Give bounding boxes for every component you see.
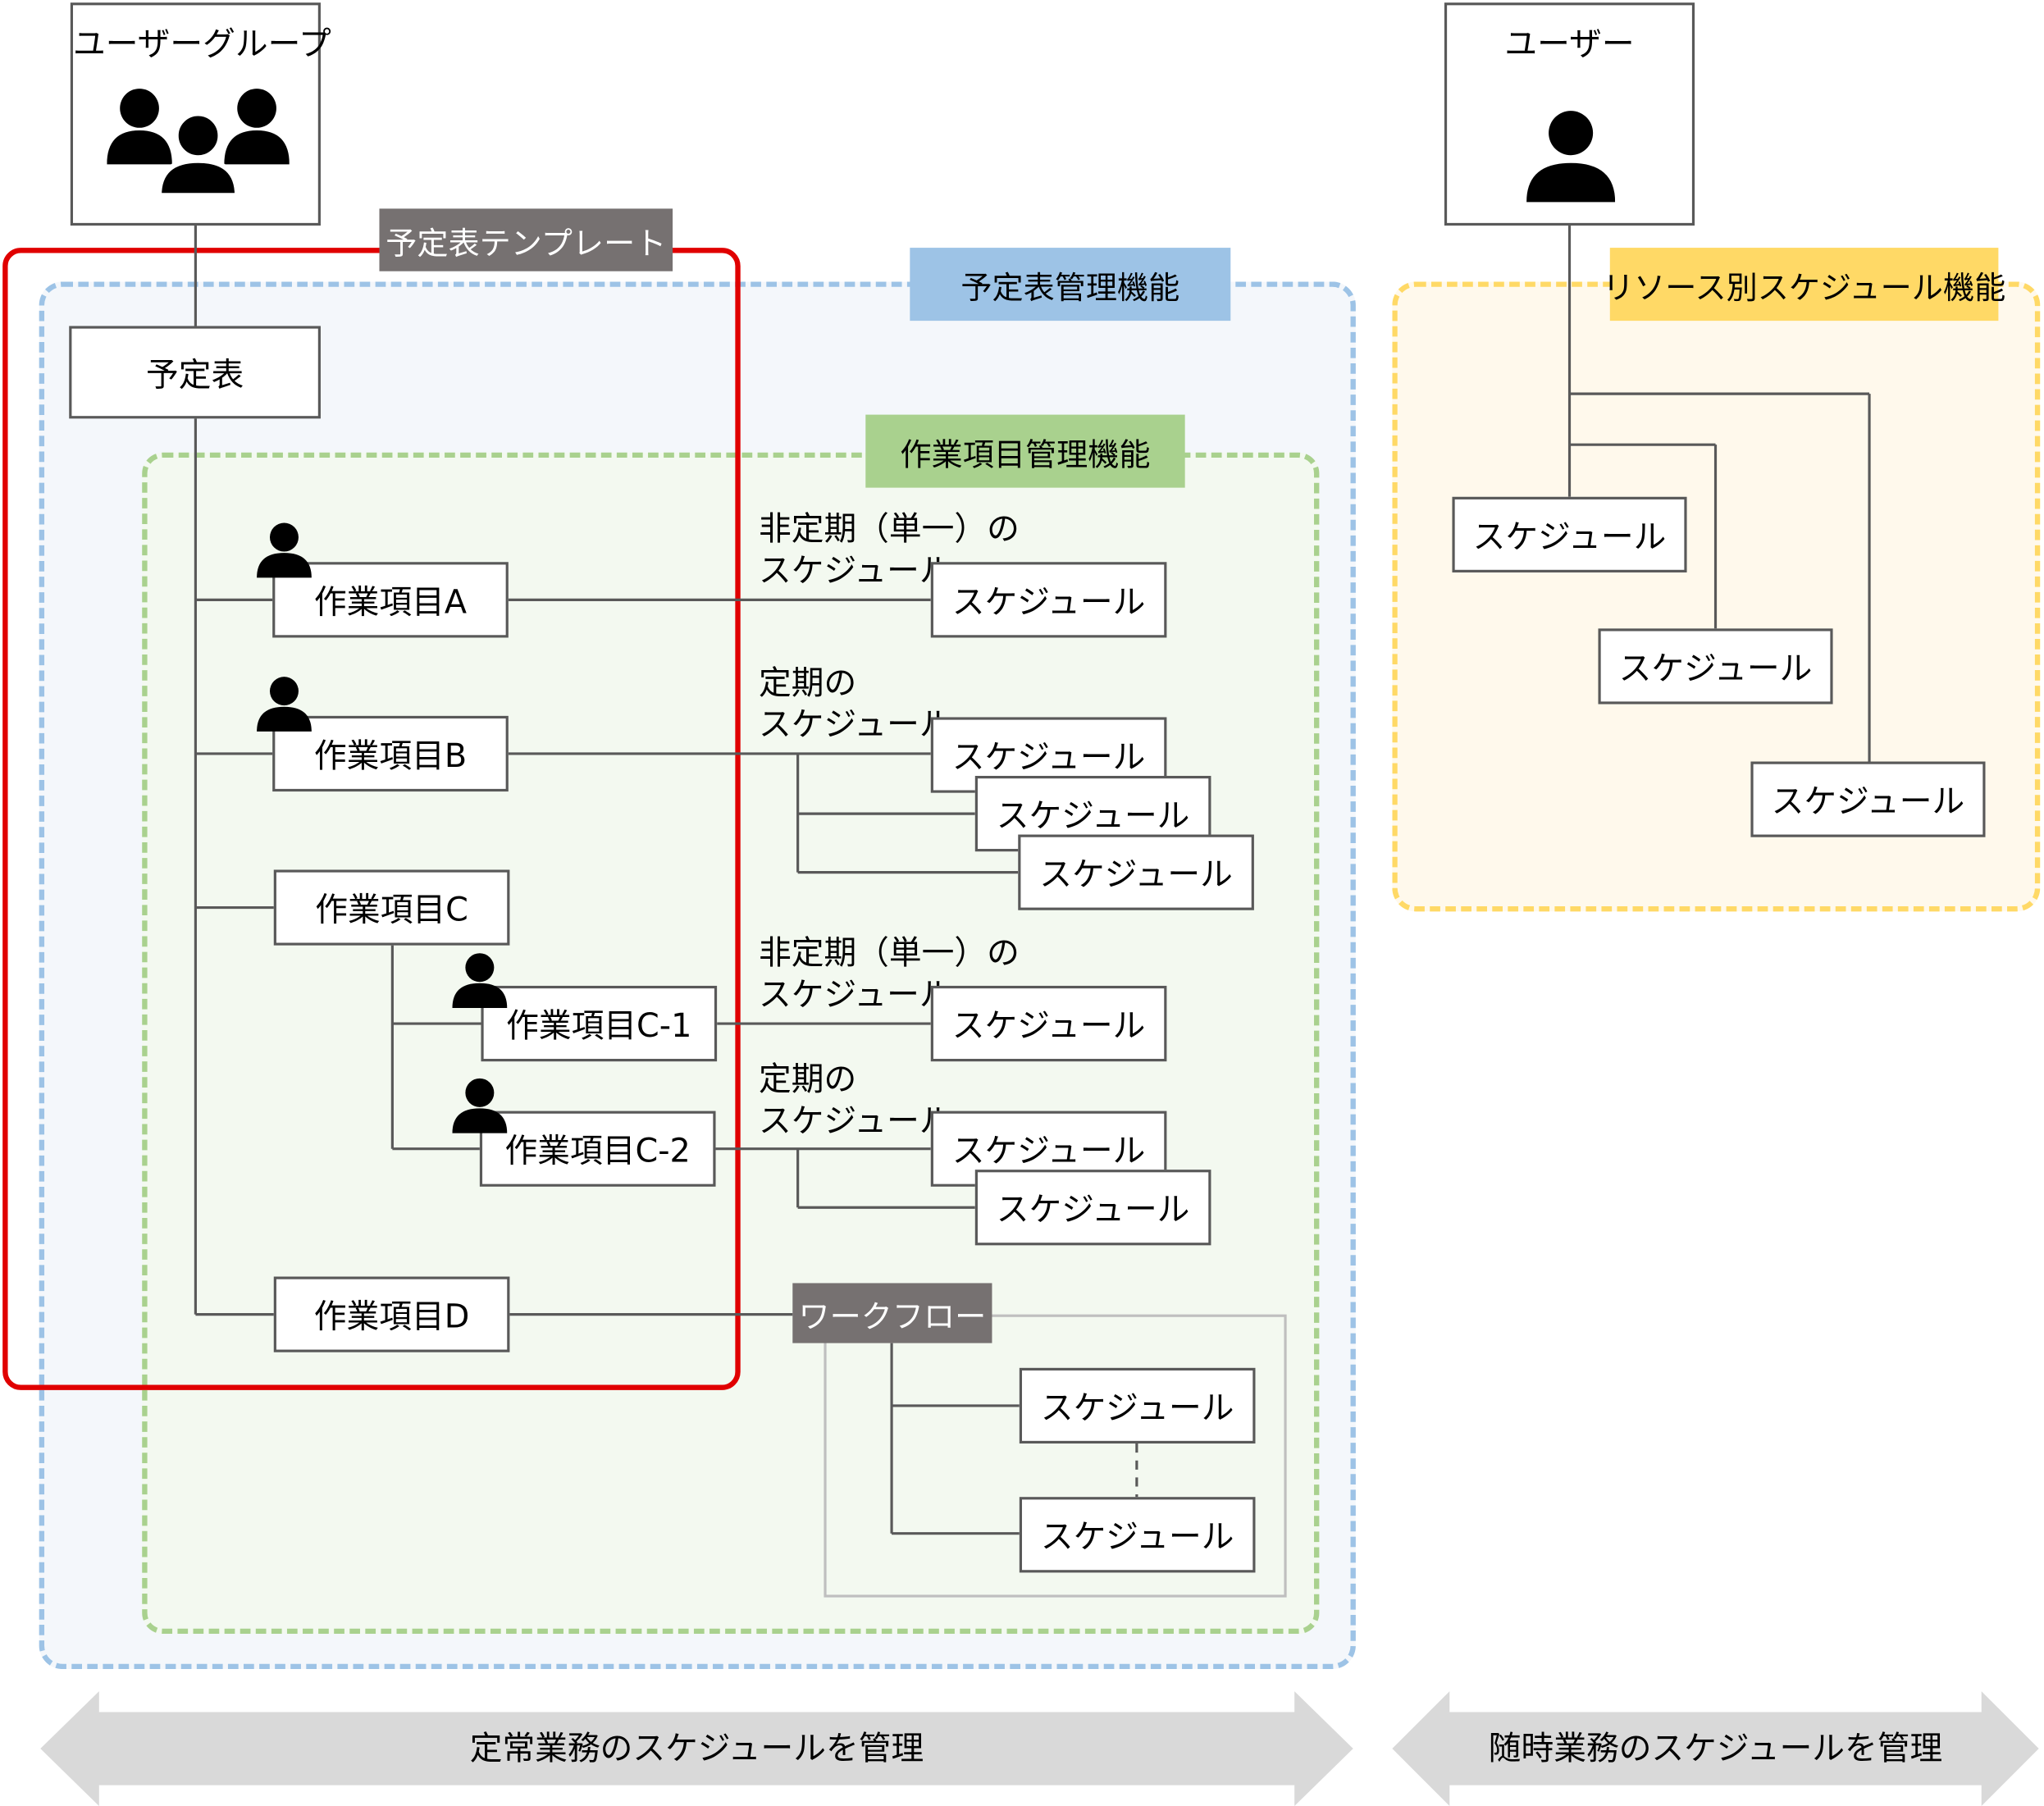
resource-schedule-tag: リソース別スケジュール機能 (1603, 248, 2005, 322)
schedule-box[interactable]: スケジュール (930, 985, 1167, 1062)
calendar-mgmt-label: 予定表管理機能 (960, 269, 1180, 306)
work-item-mgmt-label: 作業項目管理機能 (900, 436, 1151, 473)
resource-schedule-box[interactable]: スケジュール (1452, 496, 1687, 572)
annotation-schedule-2: スケジュール (758, 705, 952, 744)
annotation-schedule-3: スケジュール (758, 975, 952, 1014)
schedule-label: スケジュール (951, 1132, 1146, 1170)
work-item-b-label: 作業項目B (313, 737, 468, 775)
schedule-label: スケジュール (951, 737, 1146, 776)
annotation-irregular-1: 非定期（単一）の (758, 509, 1020, 548)
user-group-title: ユーザーグループ (73, 25, 331, 63)
schedule-label: スケジュール (1618, 649, 1813, 687)
workflow-schedule-box[interactable]: スケジュール (1019, 1367, 1256, 1444)
schedule-box[interactable]: スケジュール (930, 562, 1167, 638)
annotation-irregular-2: 非定期（単一）の (758, 933, 1020, 972)
work-item-d-label: 作業項目D (313, 1297, 470, 1336)
routine-arrow (40, 1691, 1353, 1806)
template-tag: 予定表テンプレート (379, 208, 673, 271)
schedule-label: スケジュール (996, 796, 1190, 835)
schedule-label: スケジュール (1039, 855, 1233, 894)
work-item-b[interactable]: 作業項目B (272, 715, 509, 792)
work-item-c2[interactable]: 作業項目C-2 (479, 1111, 716, 1187)
template-label: 予定表テンプレート (386, 225, 667, 262)
schedule-label: スケジュール (996, 1190, 1190, 1229)
work-item-c1[interactable]: 作業項目C-1 (481, 985, 718, 1062)
schedule-label: スケジュール (951, 1006, 1146, 1045)
template-region (2, 248, 741, 1390)
user-title: ユーザー (1504, 25, 1635, 63)
user-box[interactable]: ユーザー (1444, 2, 1695, 226)
schedule-box[interactable]: スケジュール (1018, 834, 1254, 910)
calendar-mgmt-tag: 予定表管理機能 (910, 248, 1231, 322)
schedule-label: スケジュール (1040, 1517, 1234, 1556)
calendar-label: 予定表 (145, 355, 244, 394)
schedule-label: スケジュール (951, 582, 1146, 621)
workflow-label: ワークフロー (798, 1297, 987, 1335)
resource-schedule-box[interactable]: スケジュール (1750, 761, 1986, 837)
work-item-c1-label: 作業項目C-1 (506, 1006, 692, 1045)
annotation-schedule-4: スケジュール (758, 1101, 952, 1140)
adhoc-arrow-label: 随時業務のスケジュールを管理 (1488, 1729, 1943, 1767)
work-item-a-label: 作業項目A (313, 582, 468, 621)
schedule-label: スケジュール (1040, 1389, 1234, 1427)
user-group-box[interactable]: ユーザーグループ (70, 2, 331, 226)
adhoc-arrow (1392, 1691, 2039, 1806)
routine-arrow-label: 定常業務のスケジュールを管理 (469, 1729, 924, 1767)
work-item-c[interactable]: 作業項目C (273, 869, 510, 946)
work-item-c-label: 作業項目C (315, 890, 468, 929)
resource-schedule-label: リソース別スケジュール機能 (1602, 269, 2006, 306)
work-item-a[interactable]: 作業項目A (272, 562, 509, 638)
workflow-region (824, 1314, 1287, 1598)
user-icon (1526, 111, 1616, 203)
work-item-mgmt-tag: 作業項目管理機能 (865, 414, 1185, 488)
calendar-box[interactable]: 予定表 (69, 326, 321, 419)
workflow-schedule-box[interactable]: スケジュール (1019, 1497, 1256, 1573)
annotation-regular-1: 定期の (758, 664, 857, 702)
schedule-box[interactable]: スケジュール (974, 1170, 1211, 1246)
annotation-schedule-1: スケジュール (758, 551, 952, 590)
workflow-tag: ワークフロー (792, 1283, 992, 1343)
user-group-icon (107, 89, 290, 198)
work-item-d[interactable]: 作業項目D (273, 1276, 510, 1352)
schedule-label: スケジュール (1771, 782, 1965, 821)
schedule-label: スケジュール (1472, 518, 1667, 556)
work-item-c2-label: 作業項目C-2 (504, 1132, 691, 1170)
annotation-regular-2: 定期の (758, 1060, 857, 1098)
resource-schedule-box[interactable]: スケジュール (1598, 628, 1833, 705)
